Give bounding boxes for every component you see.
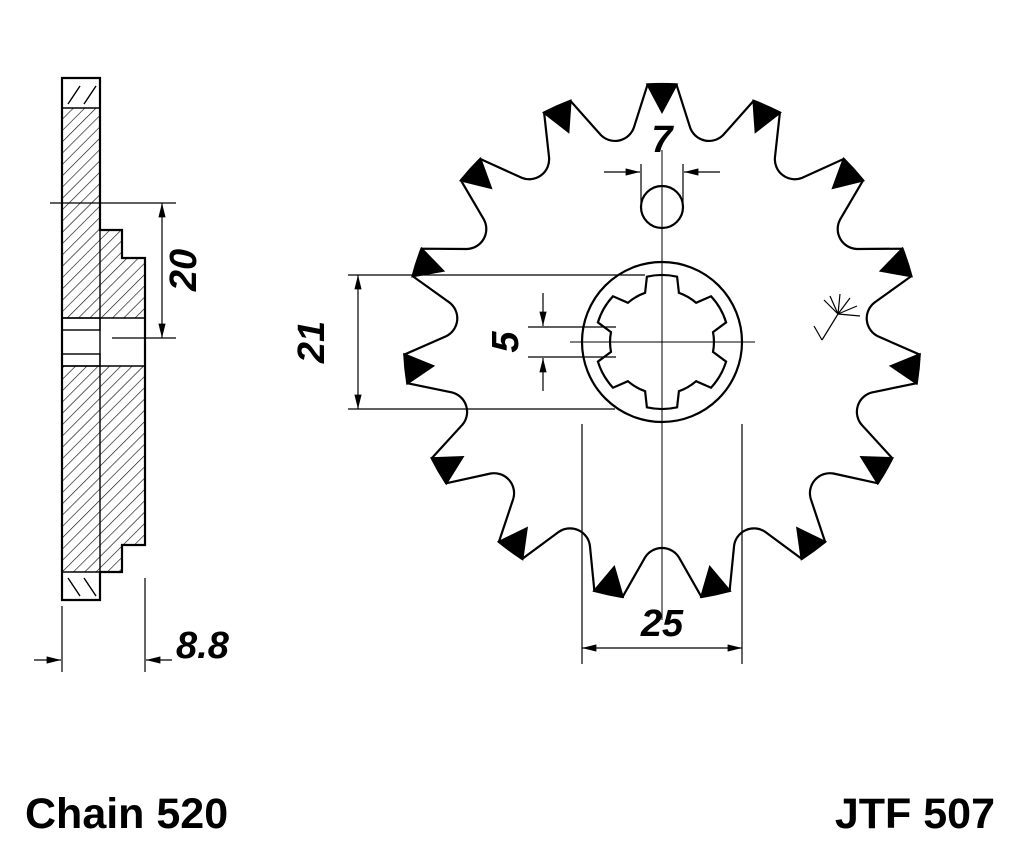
dim-pin-hole: 7 [604, 119, 720, 202]
hatch-step-upper [100, 230, 122, 258]
dim-spline-od: 21 [291, 274, 645, 410]
dim-hub-od: 25 [581, 424, 743, 664]
dimensions: 7 21 5 25 20 [34, 119, 743, 672]
spline-bore [596, 273, 728, 411]
hub-od-label: 25 [640, 603, 684, 645]
hatch-plate-lower [62, 366, 100, 572]
dim-spline-groove: 5 [485, 293, 616, 391]
surface-finish-symbol [813, 293, 861, 341]
hatch-hub-upper [100, 258, 145, 318]
overall-width-label: 8.8 [176, 625, 230, 667]
dim-overall-width: 8.8 [34, 578, 230, 672]
hatch-step-lower [100, 545, 122, 572]
spline-section-upper [61, 317, 101, 331]
chamfer-tick [83, 85, 97, 105]
hatch-hub-lower [100, 366, 145, 545]
chain-size-label: Chain 520 [25, 790, 228, 838]
chamfer-tick [83, 577, 97, 597]
chamfer-tick [67, 577, 81, 597]
part-number-label: JTF 507 [835, 790, 995, 838]
side-view [60, 76, 147, 602]
chamfer-tick [67, 85, 81, 105]
pin-hole-diameter-label: 7 [651, 119, 674, 161]
spline-od-label: 21 [291, 321, 333, 364]
sprocket-outline [403, 82, 921, 599]
spline-groove-label: 5 [485, 331, 527, 353]
hatch-plate-upper [62, 108, 100, 318]
spline-section-lower [61, 353, 101, 367]
front-view [403, 82, 921, 620]
hub-offset-label: 20 [163, 249, 205, 292]
dim-hub-offset: 20 [50, 202, 205, 339]
